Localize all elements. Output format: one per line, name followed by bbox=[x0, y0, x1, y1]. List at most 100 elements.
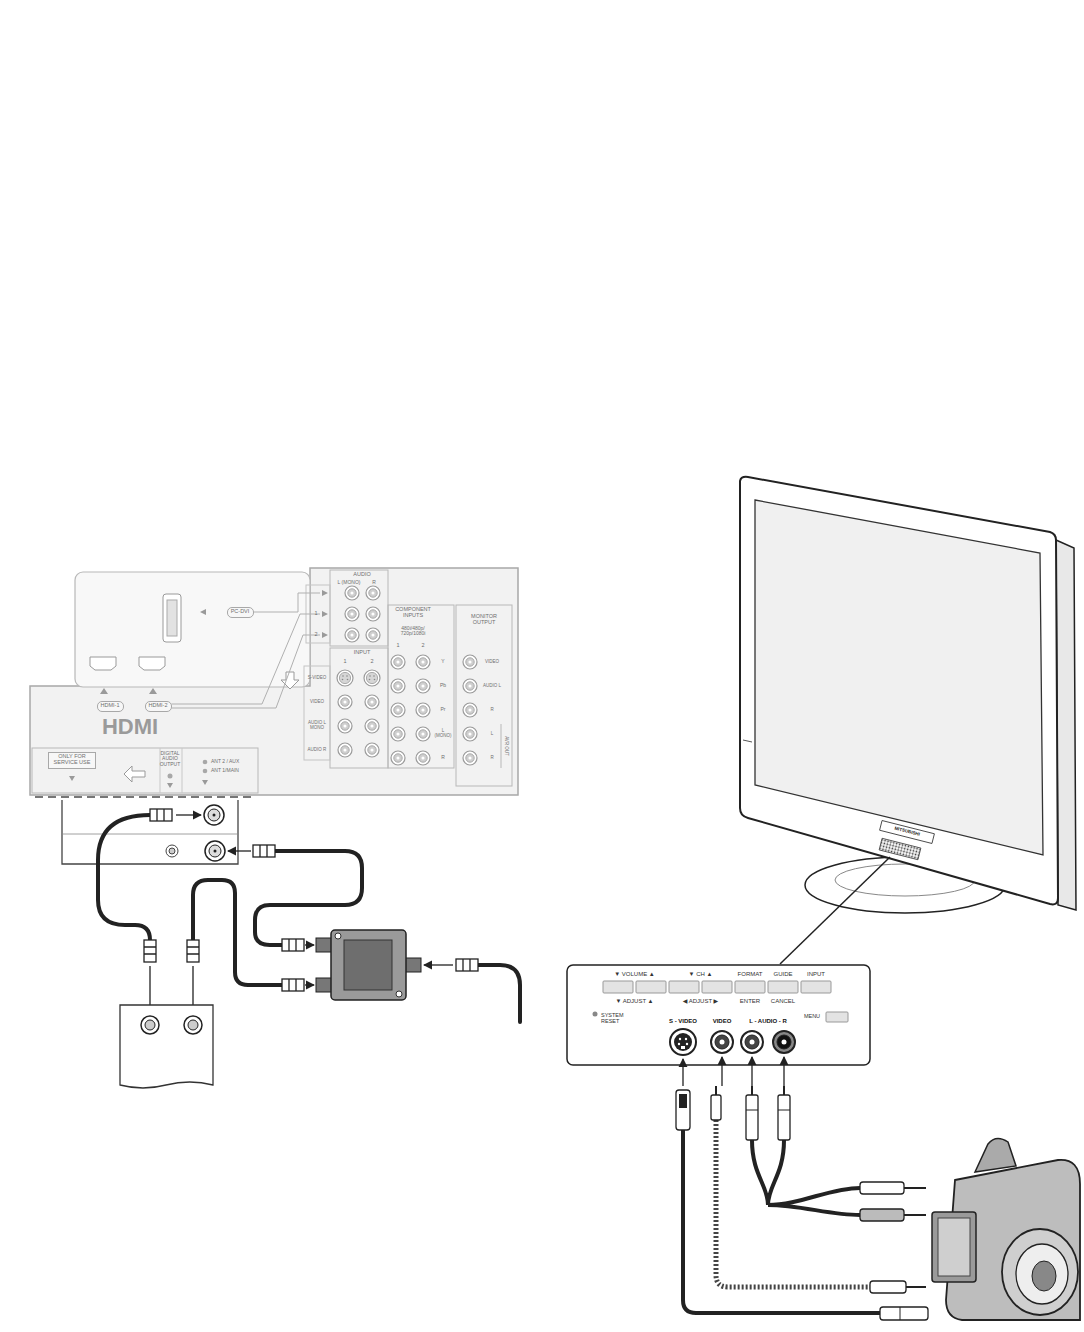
panel-jack bbox=[369, 589, 377, 597]
coax-plug bbox=[463, 959, 470, 971]
panel-jack bbox=[368, 722, 376, 730]
panel-jack bbox=[339, 672, 350, 683]
panel-jack bbox=[463, 655, 477, 669]
panel-jack bbox=[343, 700, 346, 703]
signal-splitter bbox=[396, 991, 402, 997]
panel-jack bbox=[463, 679, 477, 693]
panel-jack bbox=[394, 754, 402, 762]
panel-jack bbox=[350, 591, 353, 594]
video-cable bbox=[711, 1095, 721, 1120]
back-panel bbox=[90, 657, 116, 670]
front-jack bbox=[715, 1035, 729, 1049]
panel-jack bbox=[365, 719, 379, 733]
front-control-panel bbox=[603, 981, 633, 993]
port-label: R bbox=[372, 580, 376, 585]
back-panel bbox=[456, 605, 512, 786]
back-panel bbox=[124, 766, 145, 782]
front-jack bbox=[741, 1031, 763, 1053]
receiving-device bbox=[184, 1016, 202, 1034]
front-jack bbox=[720, 1040, 725, 1045]
panel-jack bbox=[343, 748, 346, 751]
back-panel bbox=[139, 657, 165, 670]
front-control-panel bbox=[735, 981, 765, 993]
front-jack bbox=[711, 1031, 733, 1053]
panel-jack bbox=[463, 727, 477, 741]
panel-jack bbox=[416, 703, 430, 717]
video-cable bbox=[715, 1086, 717, 1095]
port-label: AUDIO L bbox=[483, 684, 501, 689]
panel-jack bbox=[463, 751, 477, 765]
panel-jack bbox=[350, 633, 353, 636]
back-panel bbox=[202, 780, 208, 785]
panel-jack bbox=[337, 586, 477, 765]
panel-jack bbox=[338, 695, 352, 709]
panel-jack bbox=[374, 679, 376, 681]
panel-jack bbox=[369, 679, 371, 681]
front-jack bbox=[670, 1029, 696, 1055]
panel-jack bbox=[391, 679, 405, 693]
antenna-panel bbox=[214, 850, 217, 853]
panel-jack bbox=[466, 658, 474, 666]
coax-plug bbox=[187, 947, 199, 954]
front-control-panel bbox=[702, 981, 732, 993]
button-label: FORMAT bbox=[738, 971, 763, 977]
back-panel bbox=[30, 568, 518, 795]
receiving-device bbox=[188, 1020, 198, 1030]
panel-jack bbox=[391, 751, 405, 765]
panel-jack bbox=[338, 743, 352, 757]
signal-splitter bbox=[331, 930, 406, 1000]
antenna-panel bbox=[204, 805, 224, 825]
panel-jack bbox=[350, 612, 353, 615]
panel-jack bbox=[370, 748, 373, 751]
front-control-panel bbox=[636, 981, 666, 993]
routing-line bbox=[172, 614, 321, 704]
front-jack bbox=[686, 1043, 688, 1045]
back-panel bbox=[69, 776, 75, 781]
panel-jack bbox=[416, 655, 430, 669]
box-text: ONLY FOR SERVICE USE bbox=[52, 754, 92, 766]
port-label: L (MONO) bbox=[434, 729, 452, 738]
signal-splitter bbox=[335, 933, 341, 939]
panel-jack bbox=[416, 655, 430, 669]
panel-jack bbox=[337, 670, 353, 686]
front-control-panel bbox=[826, 1012, 848, 1022]
panel-jack bbox=[341, 698, 349, 706]
section-heading: INPUT bbox=[354, 650, 371, 656]
svideo-cable bbox=[679, 1094, 687, 1108]
flat-panel-tv bbox=[1056, 540, 1076, 910]
panel-jack bbox=[341, 722, 349, 730]
button-label: CANCEL bbox=[771, 998, 795, 1004]
button-label: GUIDE bbox=[773, 971, 792, 977]
panel-jack bbox=[468, 708, 471, 711]
section-heading: COMPONENT INPUTS bbox=[387, 607, 439, 619]
direction-arrow bbox=[228, 850, 251, 851]
panel-jack bbox=[373, 675, 375, 677]
svideo-cable bbox=[676, 1090, 928, 1320]
coax-plug bbox=[282, 939, 304, 951]
video-cable bbox=[711, 1086, 926, 1293]
button-label: INPUT bbox=[807, 971, 825, 977]
back-panel bbox=[163, 594, 181, 642]
video-cable bbox=[906, 1286, 926, 1288]
receiving-device bbox=[145, 1020, 155, 1030]
antenna-panel bbox=[169, 848, 175, 854]
coax-plug bbox=[150, 809, 172, 821]
audio-cable bbox=[778, 1095, 790, 1140]
coax-plug bbox=[282, 979, 304, 991]
port-label: ANT 2 / AUX bbox=[211, 759, 239, 764]
panel-jack bbox=[421, 708, 424, 711]
section-heading: AUDIO bbox=[353, 572, 370, 578]
panel-jack bbox=[416, 679, 430, 693]
port-label: DIGITAL AUDIO OUTPUT bbox=[153, 751, 187, 767]
coax-cable bbox=[98, 815, 150, 940]
antenna-panel bbox=[166, 845, 178, 857]
coax-plug bbox=[187, 940, 199, 962]
panel-jack bbox=[365, 695, 379, 709]
panel-jack bbox=[365, 719, 379, 733]
panel-jack bbox=[396, 732, 399, 735]
port-label: VIDEO bbox=[310, 700, 324, 705]
coax-cable bbox=[193, 880, 282, 985]
direction-arrow bbox=[682, 1059, 683, 1086]
